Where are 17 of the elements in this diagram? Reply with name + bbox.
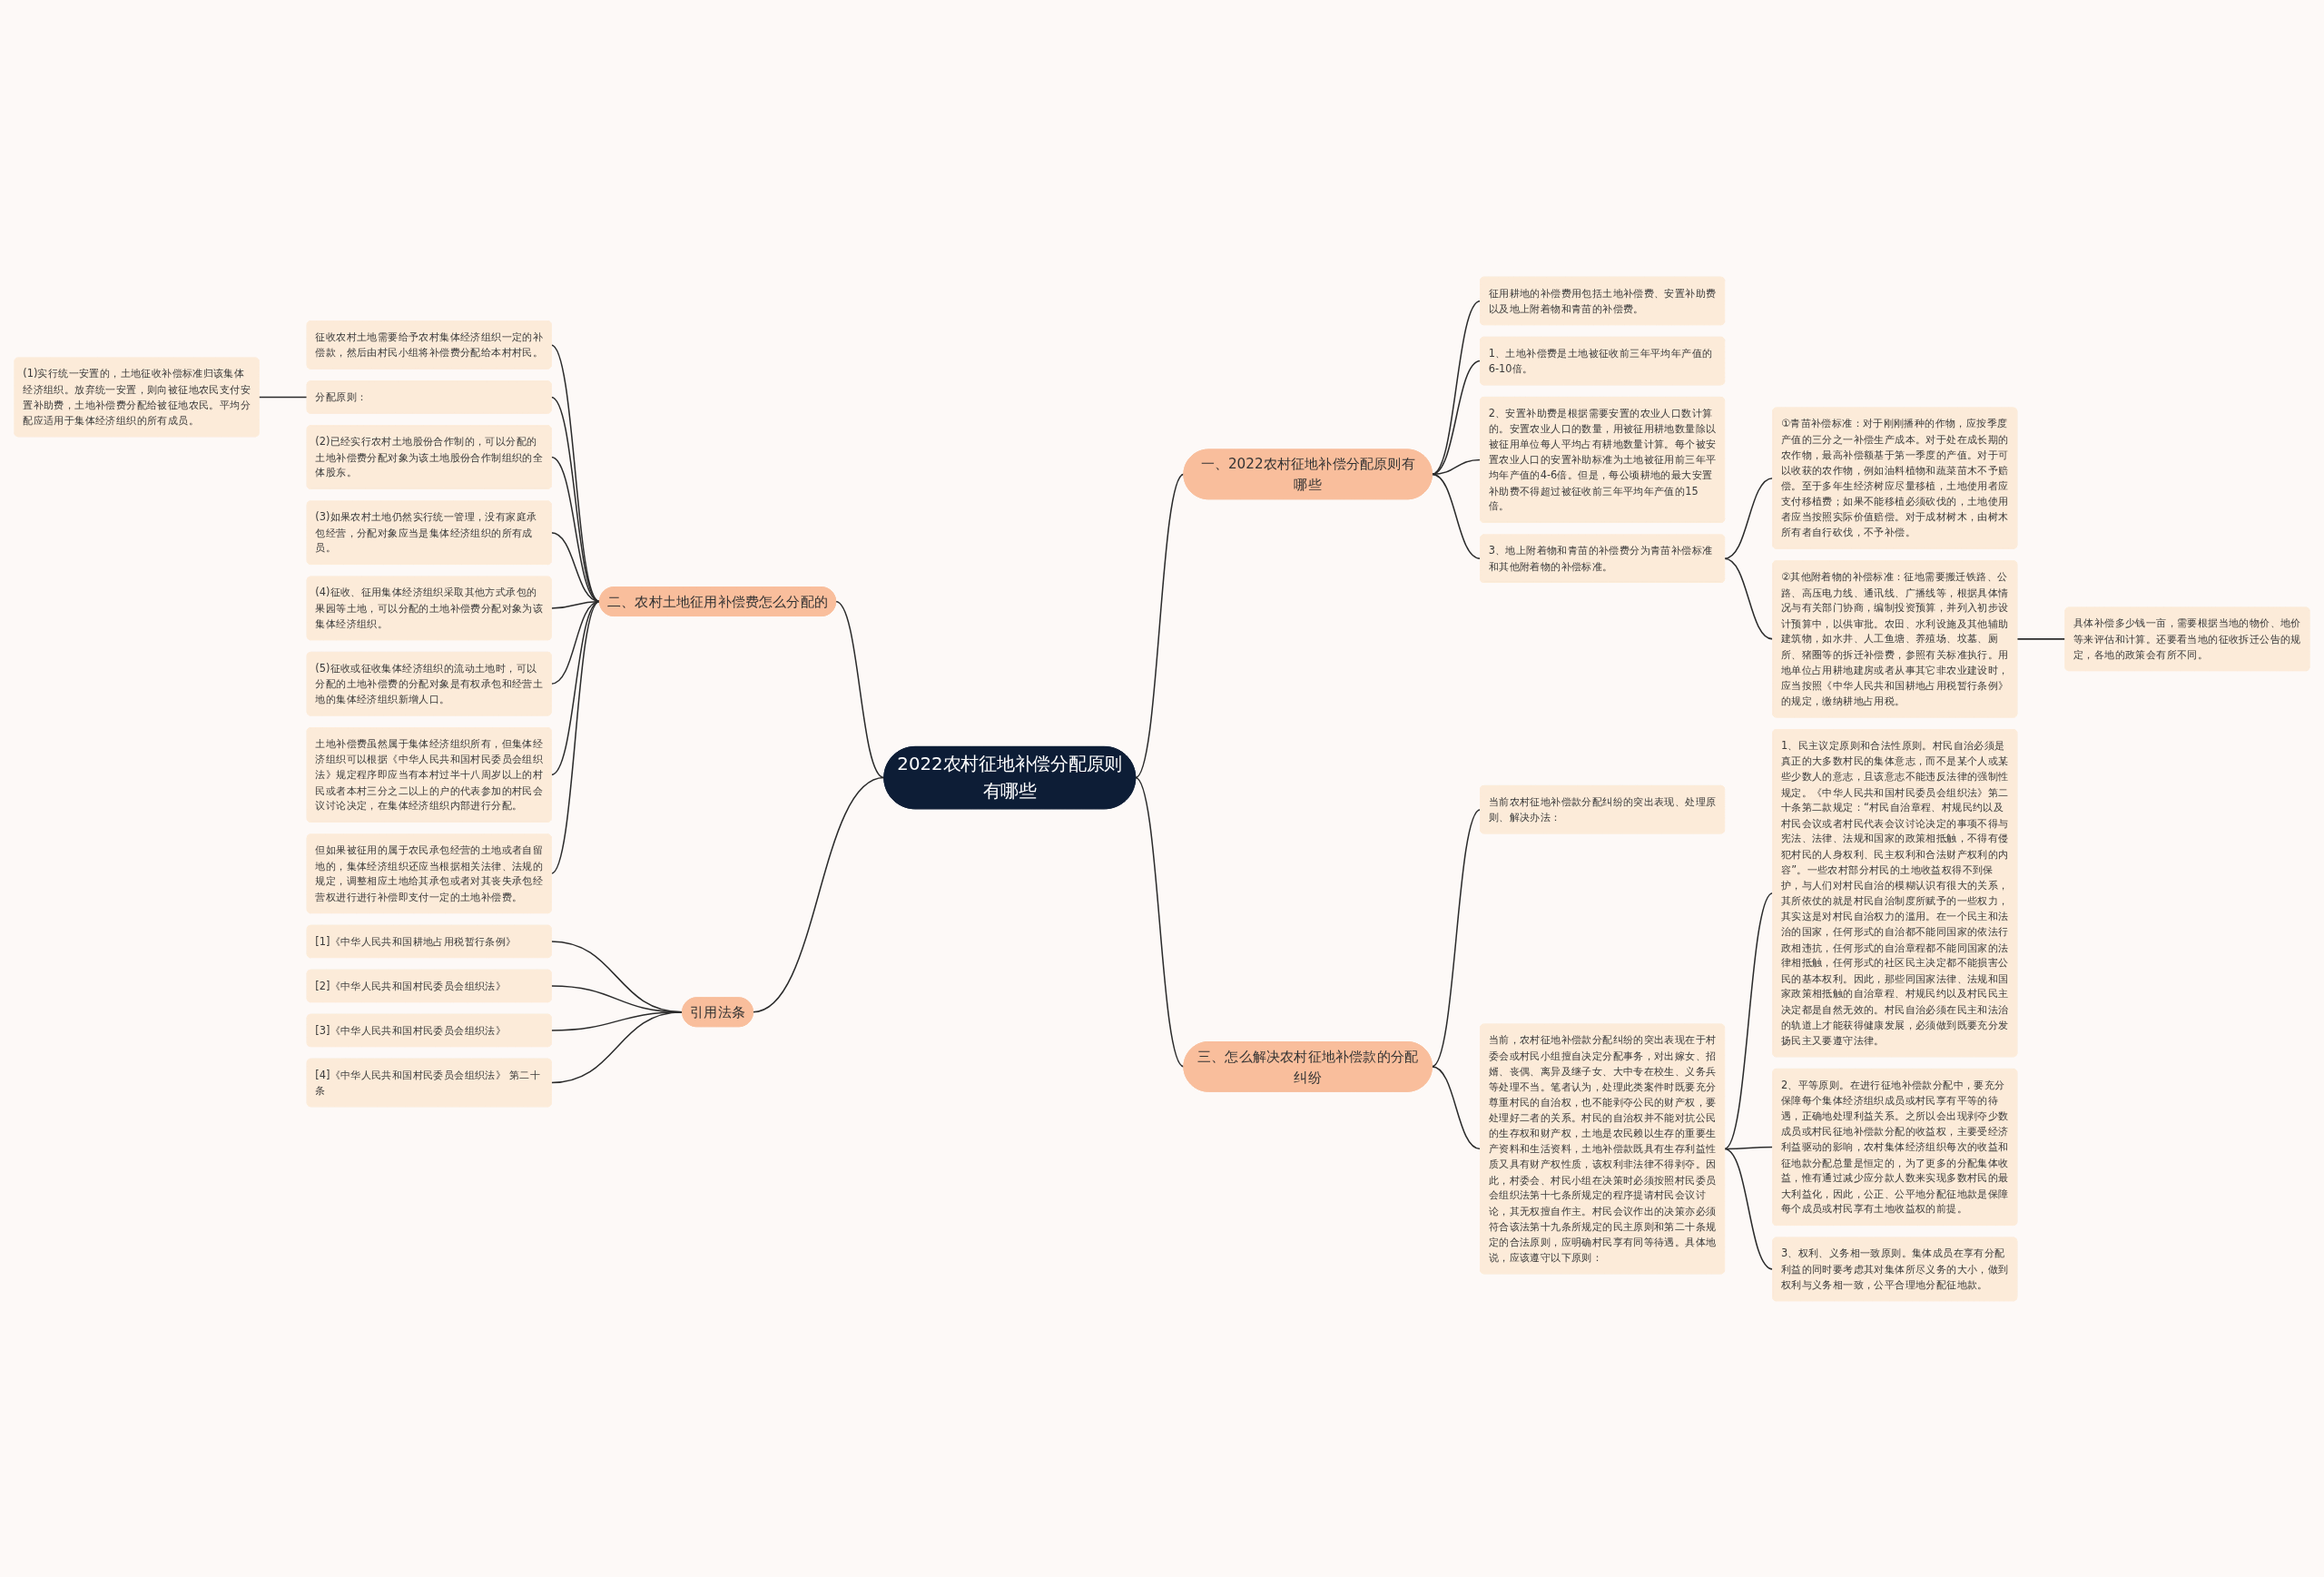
connector	[1723, 477, 1774, 559]
connector	[550, 600, 601, 874]
connector	[1431, 473, 1482, 559]
connector	[1723, 557, 1774, 640]
connector	[1135, 473, 1185, 778]
connector	[1431, 1065, 1482, 1149]
connector	[1135, 776, 1185, 1068]
connector	[1431, 808, 1482, 1068]
connector	[1723, 1148, 1774, 1270]
connector	[258, 396, 308, 398]
connector	[1723, 892, 1774, 1149]
connector	[1431, 300, 1482, 475]
connector	[752, 776, 885, 1012]
connector	[550, 343, 601, 602]
connector	[2016, 637, 2066, 640]
connector	[550, 1010, 684, 1083]
connector	[834, 600, 885, 778]
